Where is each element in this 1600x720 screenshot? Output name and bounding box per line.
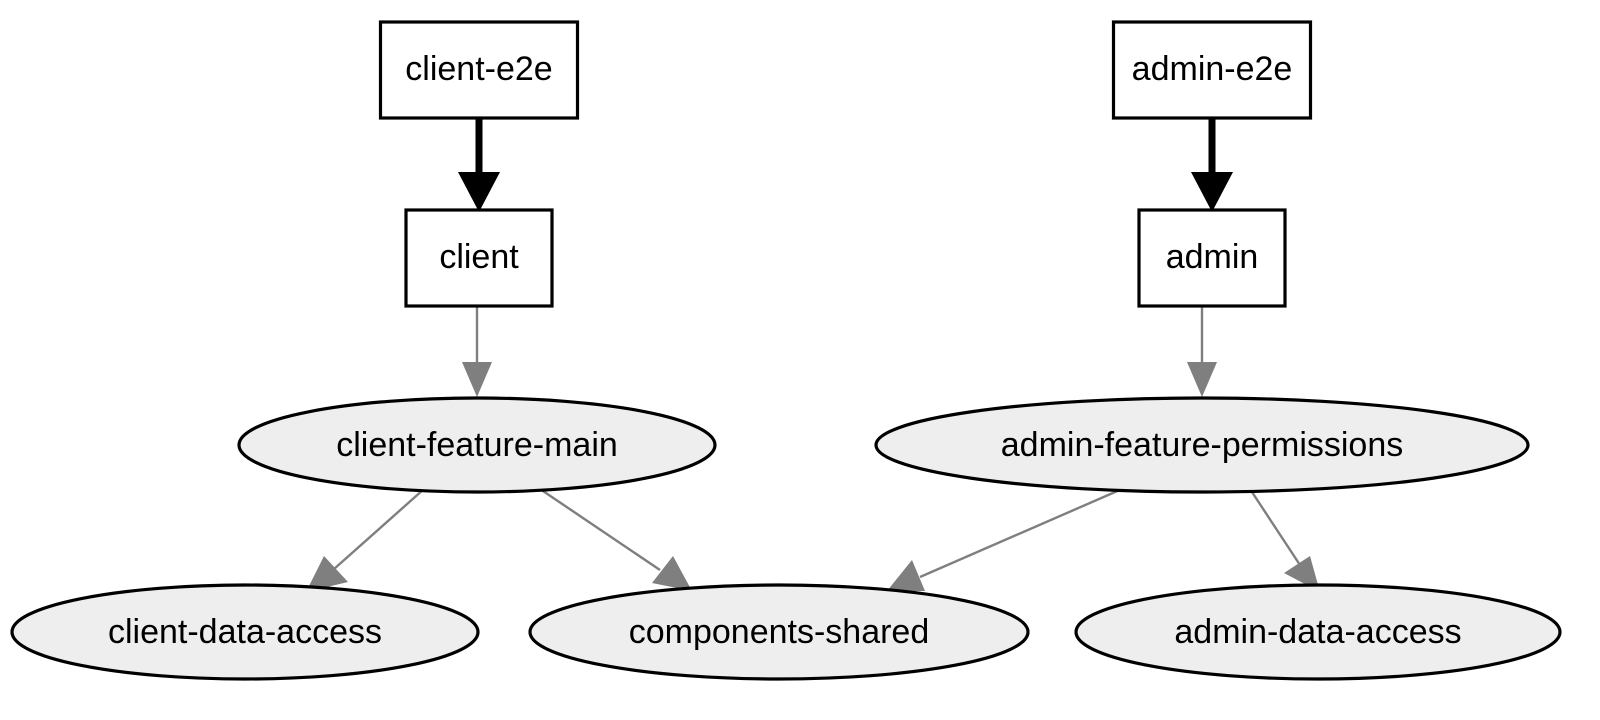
edge-client-feature-main-to-client-data-access (306, 488, 425, 592)
node-admin-data-access[interactable]: admin-data-access (1074, 583, 1562, 681)
edge-client-e2e-to-client (458, 118, 500, 212)
node-admin[interactable]: admin (1137, 208, 1287, 308)
node-components-shared-shape[interactable] (528, 583, 1030, 681)
edge-client-feature-main-to-components-shared (539, 488, 692, 591)
node-admin-data-access-shape[interactable] (1074, 583, 1562, 681)
node-admin-feature-permissions[interactable]: admin-feature-permissions (874, 396, 1530, 494)
node-client-e2e-shape[interactable] (378, 20, 580, 120)
edge-admin-feature-permissions-to-components-shared (887, 487, 1123, 591)
node-client-e2e[interactable]: client-e2e (378, 20, 580, 120)
node-components-shared[interactable]: components-shared (528, 583, 1030, 681)
node-client-e2e-label: client-e2e (405, 50, 552, 88)
node-client-data-access-shape[interactable] (10, 583, 480, 681)
node-client-shape[interactable] (404, 208, 554, 308)
node-admin-e2e[interactable]: admin-e2e (1111, 20, 1313, 120)
node-components-shared-label: components-shared (629, 613, 930, 651)
node-client[interactable]: client (404, 208, 554, 308)
edge-admin-feature-permissions-to-admin-data-access (1248, 488, 1320, 592)
node-client-data-access-label: client-data-access (108, 613, 382, 651)
node-admin-feature-permissions-label: admin-feature-permissions (1001, 426, 1404, 464)
node-client-feature-main[interactable]: client-feature-main (237, 396, 717, 494)
node-client-feature-main-shape[interactable] (237, 396, 717, 494)
node-admin-e2e-shape[interactable] (1111, 20, 1313, 120)
edge-admin-to-admin-feature-permissions (1187, 306, 1217, 397)
node-client-data-access[interactable]: client-data-access (10, 583, 480, 681)
node-client-feature-main-label: client-feature-main (336, 426, 618, 464)
node-admin-shape[interactable] (1137, 208, 1287, 308)
node-admin-data-access-label: admin-data-access (1174, 613, 1461, 651)
node-admin-label: admin (1166, 238, 1259, 276)
node-client-label: client (439, 238, 519, 276)
node-admin-e2e-label: admin-e2e (1132, 50, 1293, 88)
edge-client-to-client-feature-main (462, 306, 492, 397)
node-admin-feature-permissions-shape[interactable] (874, 396, 1530, 494)
edge-admin-e2e-to-admin (1191, 118, 1233, 212)
